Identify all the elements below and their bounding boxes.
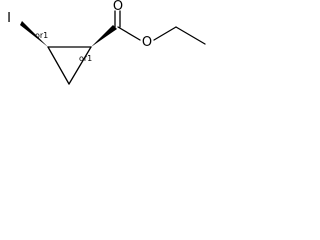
ring-bond-c2-c3 <box>68 46 92 85</box>
iodine-atom-label: I <box>7 11 11 26</box>
carbonyl-oxygen-label: O <box>113 0 123 14</box>
bond-ester-oxygen-ch2 <box>153 26 177 41</box>
bond-ch2-ch3 <box>175 26 206 45</box>
stereo-label-c2: or1 <box>79 54 92 63</box>
stereo-label-c1: or1 <box>35 31 48 40</box>
chemical-structure: I O O or1 or1 <box>7 0 206 85</box>
ester-oxygen-label: O <box>142 35 152 50</box>
bond-carbonyl-ester-oxygen <box>117 26 141 41</box>
wedge-bond-c1-iodine <box>20 21 48 47</box>
ring-bond-c1-c3 <box>47 46 70 85</box>
wedge-bond-c2-carbonyl <box>91 25 117 47</box>
